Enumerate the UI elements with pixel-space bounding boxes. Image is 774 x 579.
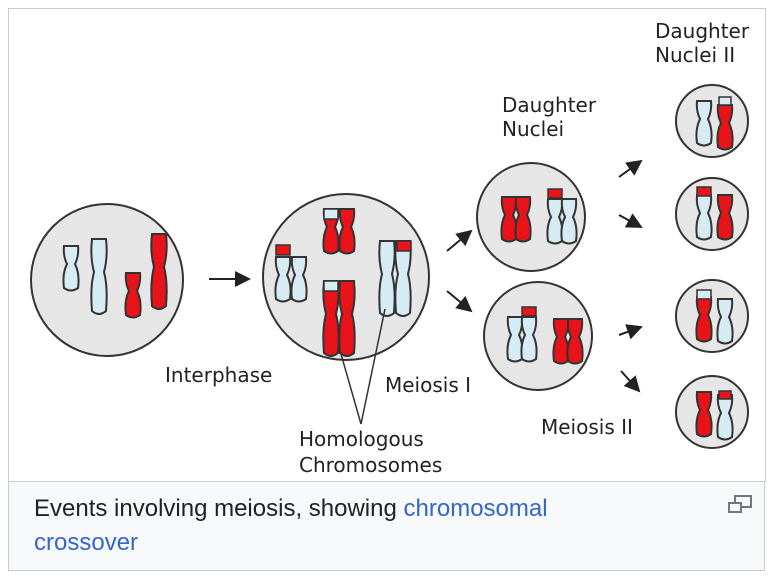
label-meiosis-ii: Meiosis II [541, 415, 633, 439]
label-homologous-line2: Chromosomes [299, 453, 442, 477]
daughter-nucleus-ii-2 [676, 178, 748, 250]
daughter-nucleus-ii-3 [676, 280, 748, 352]
meiosis-diagram[interactable]: Daughter Nuclei II Daughter Nuclei Inter… [8, 8, 766, 482]
label-daughter-nuclei-line2: Nuclei [502, 117, 564, 141]
chromosomal-crossover-link-2[interactable]: crossover [34, 529, 138, 556]
label-daughter-nuclei-line1: Daughter [502, 93, 597, 117]
label-meiosis-i: Meiosis I [385, 373, 471, 397]
figure-caption: Events involving meiosis, showing chromo… [34, 492, 674, 560]
meiosis-i-cell [263, 194, 429, 360]
arrows-to-nuclei-ii [619, 161, 641, 391]
label-daughter-nuclei-ii-line2: Nuclei II [655, 43, 735, 67]
daughter-nucleus-ii-4 [676, 376, 748, 448]
magnify-icon[interactable] [726, 494, 754, 516]
label-homologous-line1: Homologous [299, 427, 424, 451]
daughter-nucleus-bottom [484, 282, 592, 390]
arrow-to-daughter-bottom [447, 291, 471, 311]
arrow-to-daughter-top [447, 231, 471, 251]
chromosomal-crossover-link-1[interactable]: chromosomal [404, 495, 548, 522]
caption-text: Events involving meiosis, showing [34, 495, 404, 522]
interphase-cell [31, 204, 183, 356]
label-daughter-nuclei-ii-line1: Daughter [655, 19, 750, 43]
daughter-nucleus-ii-1 [676, 85, 748, 157]
daughter-nucleus-top [477, 163, 585, 271]
label-interphase: Interphase [165, 363, 272, 387]
